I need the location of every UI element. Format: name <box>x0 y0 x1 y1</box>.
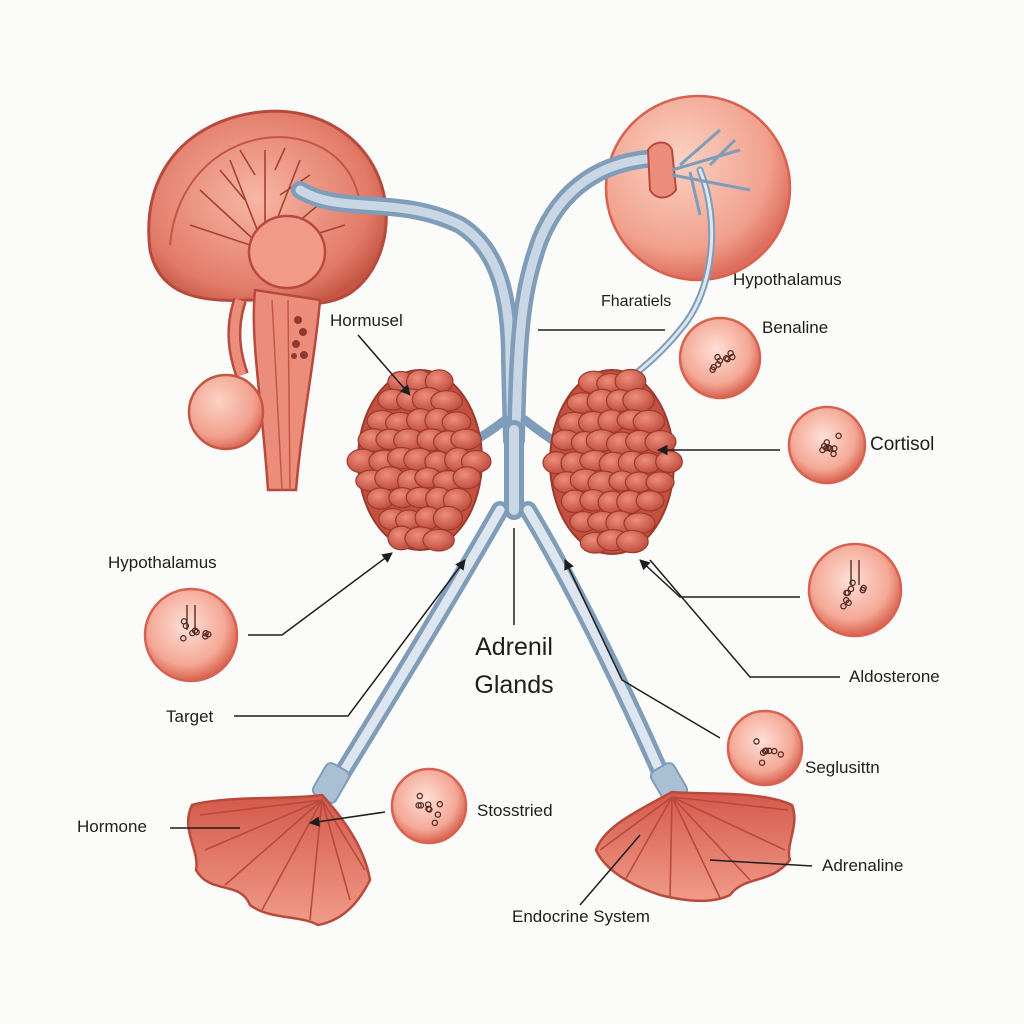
label-seglusittn: Seglusittn <box>805 758 880 777</box>
label-hypothalamus-left: Hypothalamus <box>108 553 217 572</box>
label-aldosterone: Aldosterone <box>849 667 940 686</box>
cell-aldosterone <box>807 542 903 638</box>
vessel-connectors <box>311 128 751 804</box>
cell-granules <box>180 349 867 827</box>
adrenal-gland-right <box>542 368 683 555</box>
label-fharatiels: Fharatiels <box>601 293 672 310</box>
end-organ-right <box>594 790 796 903</box>
label-cortisol: Cortisol <box>870 434 935 455</box>
label-benaline: Benaline <box>762 318 829 337</box>
label-adrenaline: Adrenaline <box>822 856 904 875</box>
hypothalamus-cell-large <box>604 94 792 282</box>
adrenal-gland-left <box>346 369 492 552</box>
center-title-line2: Glands <box>474 671 554 699</box>
label-target: Target <box>166 707 214 726</box>
label-hormusel: Hormusel <box>330 311 403 330</box>
label-hypothalamus-right: Hypothalamus <box>733 270 842 289</box>
center-title: Adrenil Glands <box>440 628 588 704</box>
leader-lines <box>170 329 840 906</box>
label-endocrine-system: Endocrine System <box>512 907 650 926</box>
center-title-line1: Adrenil <box>475 633 553 661</box>
label-stosstried: Stosstried <box>477 801 553 820</box>
brain-pituitary-illustration <box>147 109 388 492</box>
end-organ-left <box>186 793 372 927</box>
label-hormone: Hormone <box>77 817 147 836</box>
